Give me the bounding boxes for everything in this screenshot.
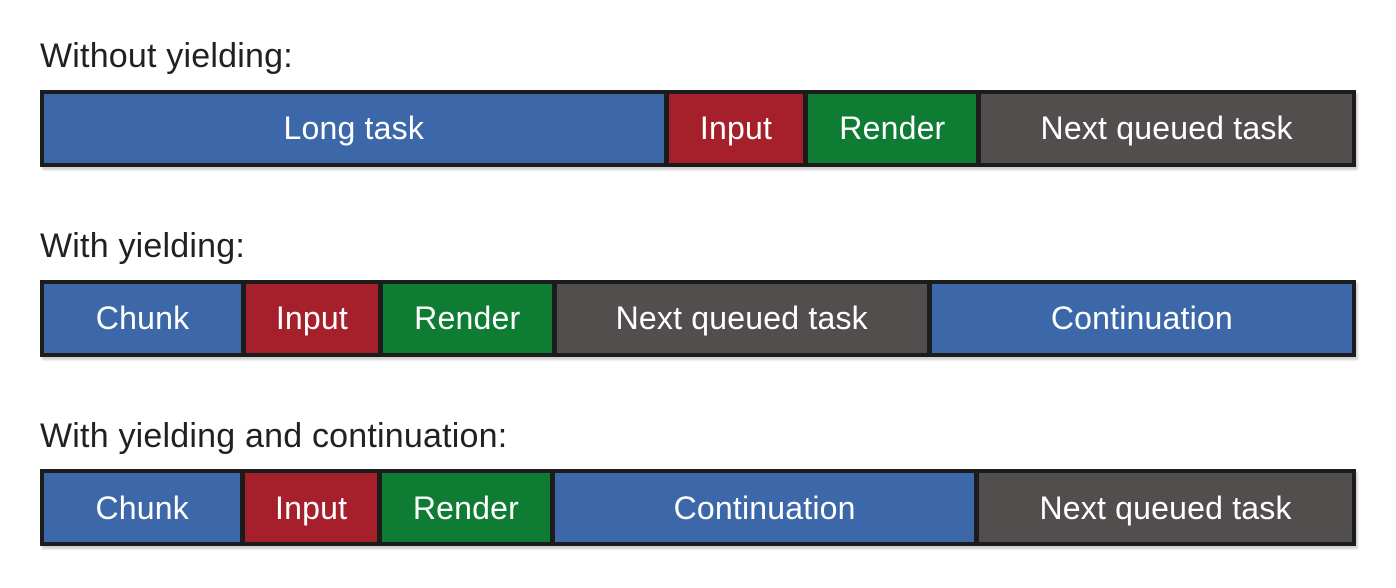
segment-next-queued-task-label: Next queued task (1039, 489, 1292, 526)
segment-render: Render (381, 473, 551, 543)
timeline-with-yielding: Chunk Input Render Next queued task Cont… (40, 279, 1356, 357)
segment-chunk: Chunk (44, 283, 242, 353)
segment-render-label: Render (414, 300, 521, 337)
segment-render-label: Render (839, 110, 946, 147)
segment-long-task: Long task (44, 93, 664, 163)
segment-continuation: Continuation (931, 283, 1353, 353)
timeline-without-yielding: Long task Input Render Next queued task (40, 89, 1356, 167)
segment-next-queued-task: Next queued task (981, 93, 1352, 163)
segment-chunk-label: Chunk (95, 489, 189, 526)
heading-with-yielding: With yielding: (40, 226, 245, 265)
segment-next-queued-task-label: Next queued task (615, 300, 868, 337)
segment-input-label: Input (275, 300, 349, 337)
segment-continuation-label: Continuation (673, 489, 856, 526)
segment-input-label: Input (275, 489, 348, 526)
segment-render-label: Render (412, 489, 520, 526)
segment-long-task-label: Long task (283, 110, 425, 147)
timeline-with-yielding-and-continuation: Chunk Input Render Continuation Next que… (40, 469, 1356, 547)
segment-render: Render (808, 93, 977, 163)
segment-input: Input (246, 283, 378, 353)
segment-input: Input (668, 93, 804, 163)
segment-chunk: Chunk (44, 473, 241, 543)
segment-input-label: Input (699, 110, 773, 147)
segment-continuation: Continuation (555, 473, 975, 543)
heading-with-yielding-and-continuation: With yielding and continuation: (40, 416, 508, 455)
segment-next-queued-task: Next queued task (979, 473, 1352, 543)
segment-chunk-label: Chunk (95, 300, 190, 337)
segment-next-queued-task-label: Next queued task (1040, 110, 1293, 147)
task-yielding-diagram: Without yielding: Long task Input Render… (0, 36, 1396, 588)
segment-input: Input (245, 473, 377, 543)
segment-continuation-label: Continuation (1050, 300, 1233, 337)
heading-without-yielding: Without yielding: (40, 37, 293, 75)
segment-next-queued-task: Next queued task (556, 283, 927, 353)
segment-render: Render (382, 283, 552, 353)
